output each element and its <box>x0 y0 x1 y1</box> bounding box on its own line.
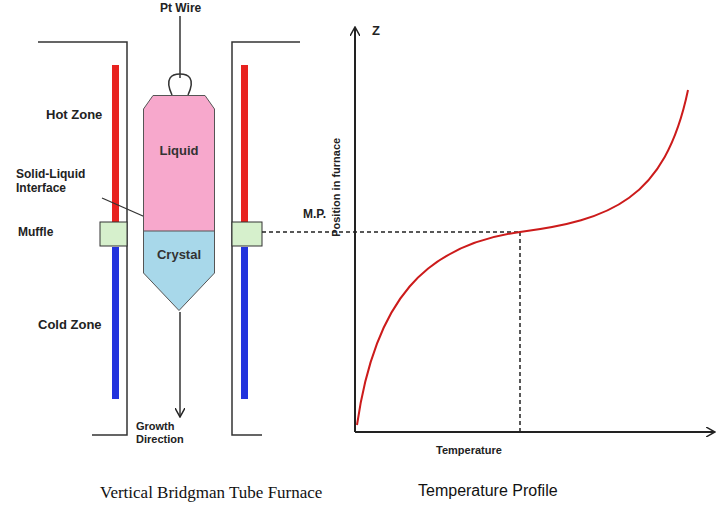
node-shape <box>143 231 215 311</box>
axis-label: Z <box>372 24 380 39</box>
pt-wire <box>179 16 181 78</box>
reference-label: M.P. <box>303 208 326 222</box>
x-axis <box>355 431 714 433</box>
node-label: Liquid <box>160 143 199 158</box>
hot-heater <box>112 65 119 223</box>
y-axis <box>354 28 356 432</box>
mp-line <box>262 231 520 233</box>
node-outline <box>144 96 215 232</box>
liquid-melt: Liquid <box>143 95 215 231</box>
wire-loop <box>169 74 192 95</box>
node-label: Crystal <box>157 247 201 262</box>
cold-heater <box>241 247 248 399</box>
axis-title: Temperature <box>436 444 502 457</box>
mp-drop <box>519 232 521 432</box>
furnace-wall <box>232 42 300 435</box>
crystal-seed: Crystal <box>143 231 215 311</box>
growth-arrow <box>179 312 181 416</box>
zone-name: Hot Zone <box>46 108 102 123</box>
muffle-band <box>232 222 262 246</box>
hot-heater <box>241 65 248 223</box>
figure-caption: Vertical Bridgman Tube Furnace <box>100 483 322 503</box>
direction-label: Growth Direction <box>136 420 216 445</box>
node-outline <box>144 231 215 311</box>
part-name: Muffle <box>18 226 53 240</box>
axis-title: Position in furnace <box>331 138 344 237</box>
muffle-band <box>100 222 127 246</box>
figure-caption: Temperature Profile <box>418 482 558 500</box>
part-name: Pt Wire <box>160 2 201 16</box>
node-shape <box>143 95 215 231</box>
temperature-curve <box>357 90 688 425</box>
part-name: Solid-Liquid Interface <box>16 168 111 196</box>
zone-name: Cold Zone <box>38 318 102 333</box>
cold-heater <box>112 247 119 399</box>
